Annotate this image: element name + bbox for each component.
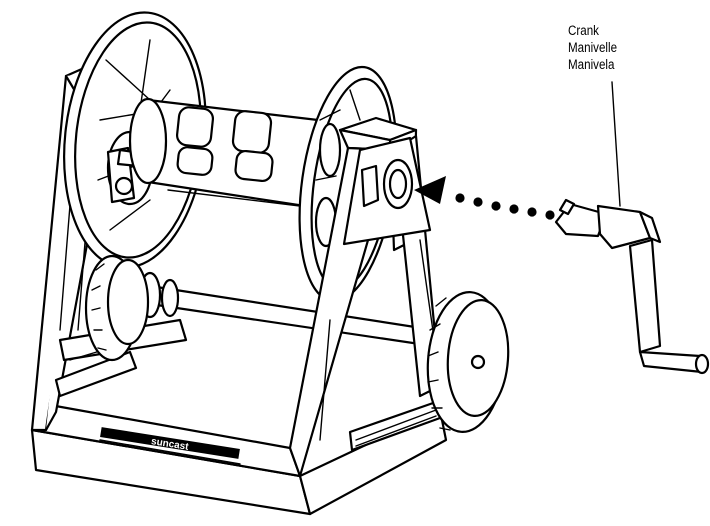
right-side-frame xyxy=(288,116,442,478)
right-wheel xyxy=(426,291,510,433)
callout-line-english: Crank xyxy=(568,23,599,38)
dotted-insertion-arrow xyxy=(414,176,555,220)
callout-line-french: Manivelle xyxy=(568,40,618,55)
callout-line-spanish: Manivela xyxy=(568,57,615,72)
left-wheel xyxy=(84,254,150,362)
crank-callout-label: Crank Manivelle Manivela xyxy=(568,22,617,73)
callout-leader-line xyxy=(611,81,621,207)
base-frame: suncast xyxy=(30,400,448,516)
crank-handle xyxy=(554,198,710,375)
